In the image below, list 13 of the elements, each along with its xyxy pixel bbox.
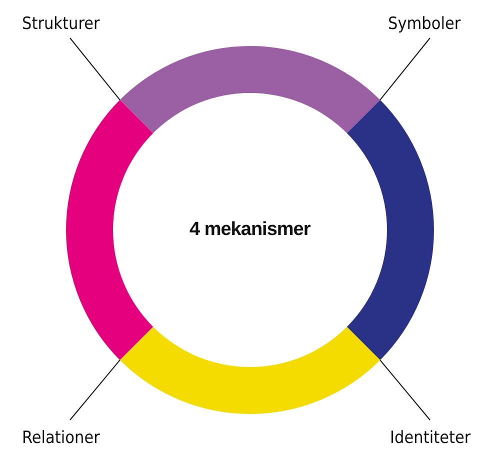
segment-label: Identiteter — [390, 428, 471, 448]
segment-label: Relationer — [22, 428, 100, 448]
ring-segment — [120, 46, 380, 134]
ring-segment — [346, 100, 434, 360]
ring-segment — [120, 326, 380, 414]
leader-line — [380, 360, 430, 420]
center-title: 4 mekanismer — [190, 219, 310, 241]
segment-label: Symboler — [388, 14, 461, 34]
leader-line — [70, 38, 120, 100]
leader-line — [70, 360, 120, 420]
segment-label: Strukturer — [22, 14, 100, 34]
ring-segment — [66, 100, 154, 360]
leader-line — [380, 38, 430, 100]
